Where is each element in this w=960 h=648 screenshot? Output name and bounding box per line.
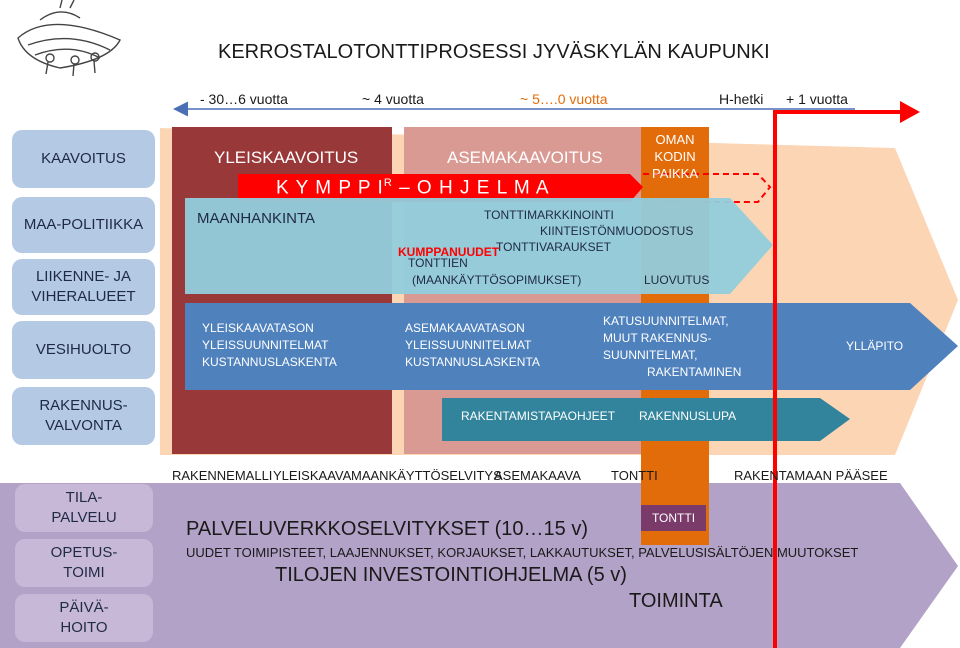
- vesi-yleiskaavataso-text: YLEISKAAVATASON YLEISSUUNNITELMAT KUSTAN…: [202, 320, 337, 371]
- sidebar-item-vesihuolto[interactable]: VESIHUOLTO: [12, 321, 155, 379]
- vesi-a1: YLEISKAAVATASON: [202, 321, 314, 335]
- yleiskaavoitus-label: YLEISKAAVOITUS: [214, 148, 359, 167]
- timeline-label-3: ~ 5….0 vuotta: [520, 91, 608, 107]
- uudet-toimipisteet-label: UUDET TOIMIPISTEET, LAAJENNUKSET, KORJAU…: [186, 545, 859, 560]
- maanhankinta-label: MAANHANKINTA: [197, 210, 316, 227]
- kiinteistonmuodostus-label: KIINTEISTÖNMUODOSTUS: [540, 224, 694, 238]
- kymppi-arrow: [238, 174, 643, 202]
- tonttien-label: TONTTIEN: [408, 256, 468, 270]
- rakennusvalvonta-arrow: [442, 398, 850, 441]
- rakentamistapaohjeet-label: RAKENTAMISTAPAOHJEET: [461, 409, 616, 423]
- sidebar-item-kaavoitus[interactable]: KAAVOITUS: [12, 130, 155, 188]
- kymppi-ohjelma-label: K Y M P P IR – O H J E L M A: [276, 177, 550, 199]
- sidebar-item-rakennusvalvonta[interactable]: RAKENNUS- VALVONTA: [12, 387, 155, 445]
- vesi-b1: ASEMAKAAVATASON: [405, 321, 525, 335]
- milestone-tontti: TONTTI: [611, 468, 658, 483]
- asemakaavoitus-label: ASEMAKAAVOITUS: [447, 148, 603, 167]
- vesihuolto-arrow: [185, 303, 958, 390]
- page-title: KERROSTALOTONTTIPROSESSI JYVÄSKYLÄN KAUP…: [218, 41, 770, 63]
- sidebar-item-opetustoimi[interactable]: OPETUS- TOIMI: [15, 539, 153, 587]
- sidebar-item-tilapalvelu[interactable]: TILA- PALVELU: [15, 484, 153, 532]
- maankayttosopimukset-label: (MAANKÄYTTÖSOPIMUKSET): [412, 273, 582, 287]
- tilojen-investointiohjelma-label: TILOJEN INVESTOINTIOHJELMA (5 v): [275, 564, 627, 586]
- kumppanuudet-label: KUMPPANUUDET: [398, 245, 500, 259]
- maapolitiikka-arrow: [185, 198, 773, 294]
- vesi-b2: YLEISSUUNNITELMAT: [405, 338, 532, 352]
- timeline-label-h-hetki: H-hetki: [719, 91, 764, 107]
- kymppi-main: K Y M P P I: [276, 177, 384, 199]
- milestone-yleiskaava: YLEISKAAVA: [273, 468, 352, 483]
- vesi-b3: KUSTANNUSLASKENTA: [405, 355, 540, 369]
- boat-sketch-logo: [17, 0, 121, 77]
- sidebar-item-liikenne-viheralueet[interactable]: LIIKENNE- JA VIHERALUEET: [12, 259, 155, 315]
- timeline-label-2: ~ 4 vuotta: [362, 91, 424, 107]
- vesi-a2: YLEISSUUNNITELMAT: [202, 338, 329, 352]
- kymppi-sup: R: [383, 177, 393, 189]
- tontti-box: TONTTI: [641, 505, 706, 531]
- milestone-maankayttoselvitys: MAANKÄYTTÖSELVITYS: [351, 468, 502, 483]
- tilapalvelu-arrow: [0, 483, 958, 648]
- vesi-a3: KUSTANNUSLASKENTA: [202, 355, 337, 369]
- rakennuslupa-label: RAKENNUSLUPA: [639, 409, 737, 423]
- milestone-rakennemalli: RAKENNEMALLI: [172, 468, 273, 483]
- vesi-c2: MUUT RAKENNUS-: [603, 331, 712, 345]
- milestone-rakentamaan-paasee: RAKENTAMAAN PÄÄSEE: [734, 468, 888, 483]
- timeline-label-1: - 30…6 vuotta: [200, 91, 288, 107]
- timeline-label-plus1: + 1 vuotta: [786, 91, 848, 107]
- vesi-c4: RAKENTAMINEN: [647, 365, 742, 379]
- palveluverkkoselvitykset-label: PALVELUVERKKOSELVITYKSET (10…15 v): [186, 518, 589, 540]
- luovutus-label: LUOVUTUS: [644, 273, 710, 287]
- vesi-c3: SUUNNITELMAT,: [603, 348, 698, 362]
- kymppi-rest: – O H J E L M A: [399, 177, 550, 199]
- sidebar-item-maapolitiikka[interactable]: MAA-POLITIIKKA: [12, 197, 155, 253]
- yllapito-label: YLLÄPITO: [846, 339, 904, 353]
- toiminta-label: TOIMINTA: [629, 590, 723, 612]
- tontti-box-label: TONTTI: [651, 511, 696, 525]
- h-hetki-arrow: [773, 110, 905, 648]
- tonttivaraukset-label: TONTTIVARAUKSET: [496, 240, 611, 254]
- milestone-asemakaava: ASEMAKAAVA: [494, 468, 581, 483]
- vesi-asemakaavataso-text: ASEMAKAAVATASON YLEISSUUNNITELMAT KUSTAN…: [405, 320, 540, 371]
- oman-kodin-paikka-label: OMAN KODIN PAIKKA: [651, 132, 698, 181]
- tonttimarkkinointi-label: TONTTIMARKKINOINTI: [484, 208, 614, 222]
- vesi-c1: KATUSUUNNITELMAT,: [603, 314, 729, 328]
- vesi-katusuunnitelmat-text: KATUSUUNNITELMAT, MUUT RAKENNUS- SUUNNIT…: [603, 313, 741, 381]
- sidebar-item-paivahoito[interactable]: PÄIVÄ- HOITO: [15, 594, 153, 642]
